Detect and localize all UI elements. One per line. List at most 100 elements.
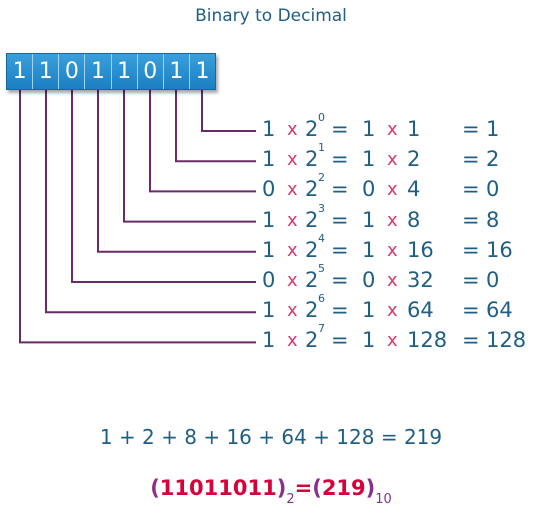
row-equals-2: = [462,298,480,323]
row-bit: 1 [262,328,276,353]
bit-5: 0 [59,54,86,89]
result-binary: 11011011 [159,476,277,500]
row-times-sign: x [287,119,298,140]
row-place-value: 64 [407,298,434,323]
row-times-sign-2: x [387,270,398,291]
row-equals-2: = [462,177,480,202]
result-equation: (11011011)2=(219)10 [0,476,542,507]
row-bit-copy: 0 [362,268,376,292]
row-bit-copy: 0 [362,177,376,202]
bit-2: 0 [138,54,164,89]
row-exponent: 4 [318,231,325,245]
row-equals: = [331,177,349,202]
row-equals-2: = [462,268,480,292]
result-equals: = [294,476,313,500]
row-bit: 1 [262,147,276,172]
result-close-paren-2: ) [365,476,376,500]
row-bit: 1 [262,237,276,262]
result-decimal: 219 [321,476,366,500]
row-base: 2 [305,147,319,172]
row-bit-copy: 1 [362,237,376,262]
row-equals: = [331,207,349,232]
row-result: 2 [486,147,500,172]
row-base: 2 [305,117,319,141]
bit-4: 1 [85,54,112,89]
row-equals: = [331,298,349,323]
connector-wire [19,90,256,344]
row-result: 16 [486,237,513,262]
bit-3: 1 [112,54,138,89]
row-base: 2 [305,237,319,262]
row-times-sign: x [287,330,298,352]
row-place-value: 8 [407,207,421,232]
row-exponent: 5 [318,262,325,275]
connector-wire [123,90,256,223]
row-equals-2: = [462,237,480,262]
row-bit-copy: 1 [362,147,376,172]
row-result: 64 [486,298,513,323]
row-bit: 0 [262,177,276,202]
row-times-sign-2: x [387,209,398,231]
row-result: 1 [486,117,500,141]
diagram-title: Binary to Decimal [195,6,347,26]
row-equals: = [331,117,349,141]
row-result: 128 [486,328,527,353]
connector-wire [149,90,256,193]
result-close-paren: ) [276,476,287,500]
bit-1: 1 [164,54,190,89]
bit-6: 1 [33,54,60,89]
row-bit: 1 [262,207,276,232]
row-bit-copy: 1 [362,207,376,232]
result-open-paren: ( [150,476,160,500]
row-place-value: 32 [407,268,434,292]
row-place-value: 1 [407,117,421,141]
row-base: 2 [305,177,319,202]
row-bit: 1 [262,117,276,141]
row-times-sign: x [287,209,298,231]
row-exponent: 7 [318,322,325,336]
row-place-value: 2 [407,147,421,172]
row-result: 8 [486,207,500,232]
row-equals-2: = [462,147,480,172]
connector-wire [45,90,256,314]
row-equals: = [331,147,349,172]
row-place-value: 4 [407,177,421,202]
row-base: 2 [305,328,319,353]
row-equals-2: = [462,207,480,232]
row-exponent: 6 [318,292,325,306]
connector-wire [201,90,256,132]
sum-expression: 1 + 2 + 8 + 16 + 64 + 128 = 219 [99,425,443,449]
row-times-sign-2: x [387,149,398,171]
row-times-sign-2: x [387,239,398,261]
row-times-sign-2: x [387,119,398,140]
result-base-10: 10 [375,492,392,507]
connector-wire [175,90,256,163]
row-base: 2 [305,298,319,323]
row-exponent: 0 [318,111,325,124]
binary-digits-box: 1 1 0 1 1 0 1 1 [6,53,216,90]
bit-7: 1 [7,54,34,89]
bit-0: 1 [195,59,210,84]
row-times-sign: x [287,270,298,291]
row-exponent: 2 [318,171,325,185]
result-open-paren-2: ( [312,476,322,500]
row-bit: 1 [262,298,276,323]
row-bit: 0 [262,268,276,292]
row-times-sign-2: x [387,179,398,201]
row-times-sign-2: x [387,300,398,322]
row-equals: = [331,237,349,262]
row-equals: = [331,328,349,353]
row-exponent: 3 [318,201,325,215]
row-times-sign: x [287,149,298,171]
row-result: 0 [486,177,500,202]
row-base: 2 [305,207,319,232]
row-equals-2: = [462,328,480,353]
row-place-value: 16 [407,237,434,262]
row-times-sign: x [287,179,298,201]
row-times-sign: x [287,300,298,322]
row-place-value: 128 [407,328,448,353]
row-times-sign-2: x [387,330,398,352]
row-bit-copy: 1 [362,117,376,141]
row-exponent: 1 [318,141,325,155]
